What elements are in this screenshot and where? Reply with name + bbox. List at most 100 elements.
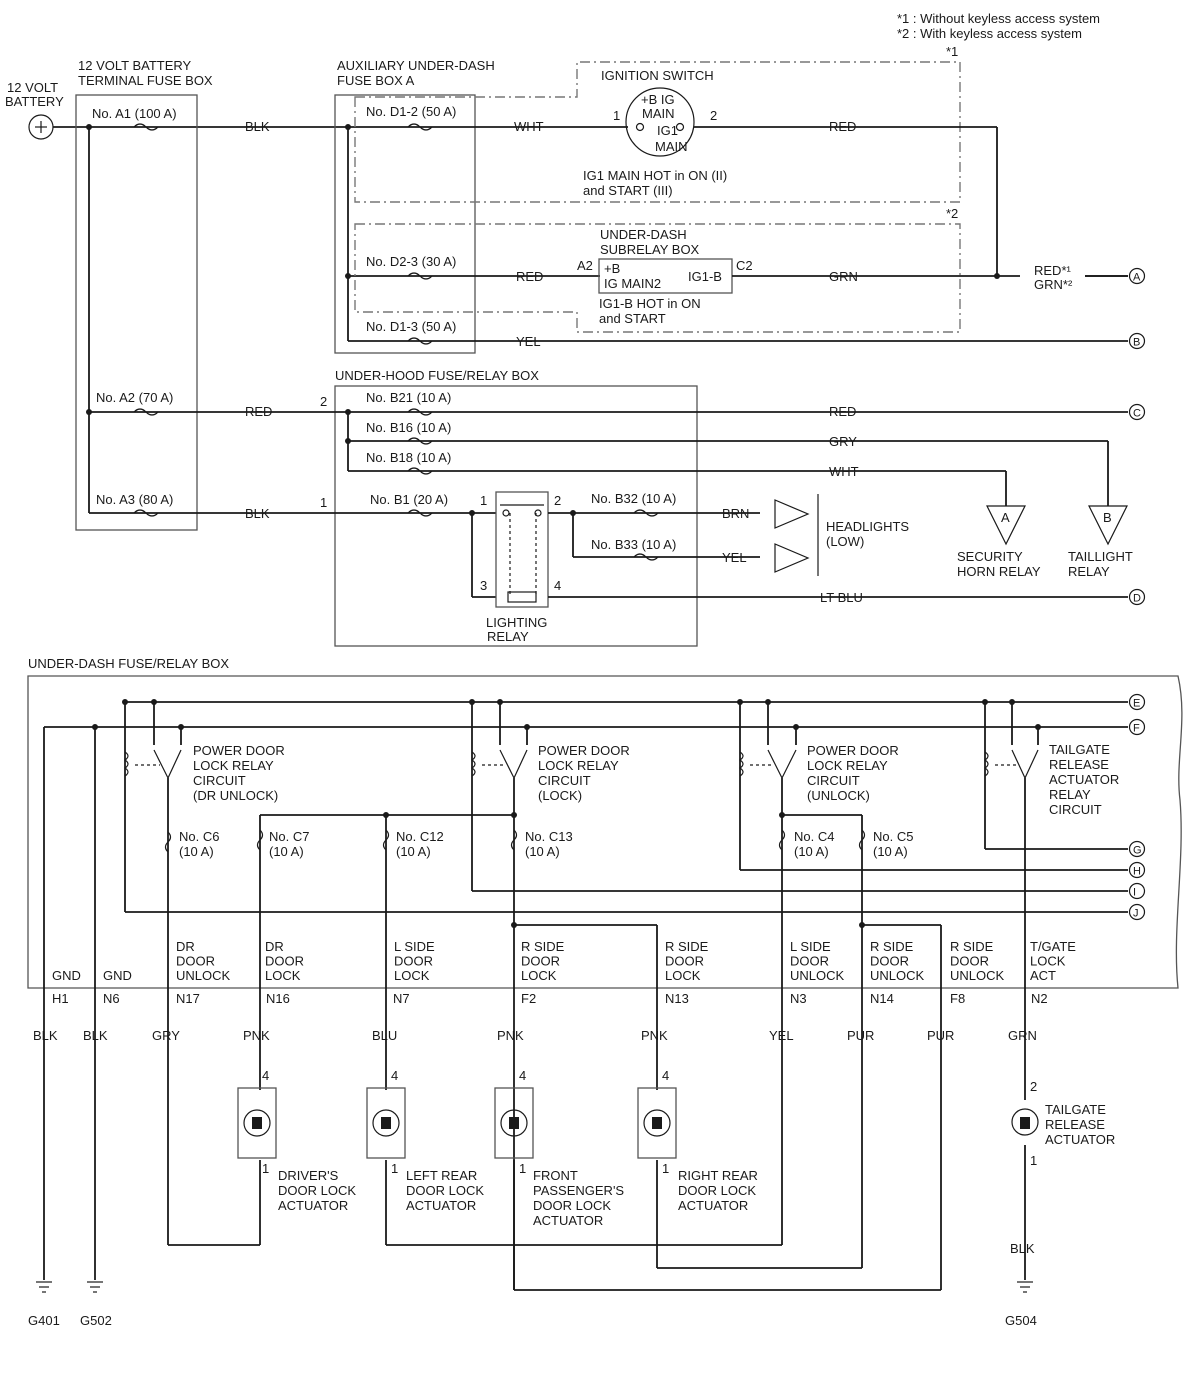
actuator-0-label-2: ACTUATOR [278,1198,348,1213]
actuator-3-label-0: RIGHT REAR [678,1168,758,1183]
relay-label-2-3: (UNLOCK) [807,788,870,803]
relay-label-0-3: (DR UNLOCK) [193,788,278,803]
terminal-label-9-0: R SIDE [950,939,994,954]
terminal-label-2-2: UNLOCK [176,968,231,983]
relay-label-0-2: CIRCUIT [193,773,246,788]
underdash-fuse-5-name: No. C5 [873,829,913,844]
headlight-left-symbol [774,543,810,573]
ignition-pin-2: 2 [710,108,717,123]
terminal-label-5-0: R SIDE [521,939,565,954]
ignition-terminal-4: MAIN [655,139,688,154]
headlights-label-1: HEADLIGHTS [826,519,909,534]
ground-symbol-g502 [87,1281,103,1293]
wire-blk-a3: BLK [245,506,270,521]
actuator-4-pin-bot: 1 [1030,1153,1037,1168]
subrelay-note-1: IG1-B HOT in ON [599,296,701,311]
ignition-switch [625,87,695,157]
terminal-wire-6: PNK [641,1028,668,1043]
terminal-wire-8: PUR [847,1028,874,1043]
underdash-fuse-1-name: No. C7 [269,829,309,844]
connector-letter-e: E [1133,698,1140,710]
actuator-2-pin-top: 4 [519,1068,526,1083]
ignition-pin-1: 1 [613,108,620,123]
headlight-right-symbol [774,499,810,529]
relay-label-3-4: CIRCUIT [1049,802,1102,817]
relay-dr-unlock [122,699,184,1245]
terminal-wire-10: GRN [1008,1028,1037,1043]
battery-label-2: BATTERY [5,94,64,109]
ground-g401: G401 [28,1313,60,1328]
subrelay-c2: C2 [736,258,753,273]
actuator-1-label-2: ACTUATOR [406,1198,476,1213]
actuator-4-label-1: RELEASE [1045,1117,1105,1132]
actuator-4-label-0: TAILGATE [1045,1102,1106,1117]
relay-label-1-2: CIRCUIT [538,773,591,788]
actuator-0-pin-bot: 1 [262,1161,269,1176]
subrelay-pin-b: +B [604,261,620,276]
terminal-pin-0: H1 [52,991,69,1006]
underdash-fuse-2-name: No. C12 [396,829,444,844]
terminal-label-2-0: DR [176,939,195,954]
terminal-label-9-1: DOOR [950,954,989,969]
actuator-3-pin-top: 4 [662,1068,669,1083]
lighting-relay-label-1: LIGHTING [486,615,547,630]
taillight-relay-label-2: RELAY [1068,564,1110,579]
terminal-wire-3: PNK [243,1028,270,1043]
connector-b: B [1128,332,1146,350]
fuse-a1-label: No. A1 (100 A) [92,106,177,121]
taillight-relay-label-1: TAILLIGHT [1068,549,1133,564]
relay-label-3-1: RELEASE [1049,757,1109,772]
footnote-1: *1 : Without keyless access system [897,11,1100,26]
underdash-box [27,675,1183,989]
relay-label-1-1: LOCK RELAY [538,758,619,773]
actuator-3-pin-bot: 1 [662,1161,669,1176]
terminal-label-0-0: GND [52,968,81,983]
option-box-2 [354,223,961,333]
battery-fuse-box-title-1: 12 VOLT BATTERY [78,58,192,73]
terminal-label-3-2: LOCK [265,968,301,983]
terminal-label-10-0: T/GATE [1030,939,1076,954]
underhood-box [334,385,698,647]
underdash-fuse-4-name: No. C4 [794,829,834,844]
fuse-d2-3-label: No. D2-3 (30 A) [366,254,456,269]
lighting-relay [495,491,549,608]
terminal-wire-4: BLU [372,1028,397,1043]
wire-lt-blu: LT BLU [820,590,863,605]
actuator-1-pin-top: 4 [391,1068,398,1083]
terminal-label-6-1: DOOR [665,954,704,969]
wire-yel-headlight: YEL [722,550,747,565]
relay-label-0-0: POWER DOOR [193,743,285,758]
terminal-label-8-2: UNLOCK [870,968,925,983]
underhood-pin-1: 1 [320,495,327,510]
underdash-fuse-4-rating: (10 A) [794,844,829,859]
terminal-pin-2: N17 [176,991,200,1006]
terminal-wire-7: YEL [769,1028,794,1043]
ignition-terminal-2: MAIN [642,106,675,121]
terminal-label-6-2: LOCK [665,968,701,983]
connector-g: G [1128,840,1146,858]
terminal-label-9-2: UNLOCK [950,968,1005,983]
wire-gry-taillight: GRY [829,434,857,449]
wire-red-grn-2: GRN*² [1034,277,1073,292]
connector-letter-j: J [1133,908,1139,920]
terminal-label-7-2: UNLOCK [790,968,845,983]
wire-red-c: RED [829,404,856,419]
terminal-label-7-1: DOOR [790,954,829,969]
connector-letter-h: H [1133,866,1141,878]
ignition-switch-title: IGNITION SWITCH [601,68,714,83]
battery-symbol [28,114,54,140]
terminal-pin-5: F2 [521,991,536,1006]
terminal-pin-7: N3 [790,991,807,1006]
relay-pin-1: 1 [480,493,487,508]
underdash-fuse-1-rating: (10 A) [269,844,304,859]
battery-fuse-box-title-2: TERMINAL FUSE BOX [78,73,213,88]
underdash-fuse-3-name: No. C13 [525,829,573,844]
terminal-label-4-2: LOCK [394,968,430,983]
connector-c: C [1128,403,1146,421]
relay-label-0-1: LOCK RELAY [193,758,274,773]
